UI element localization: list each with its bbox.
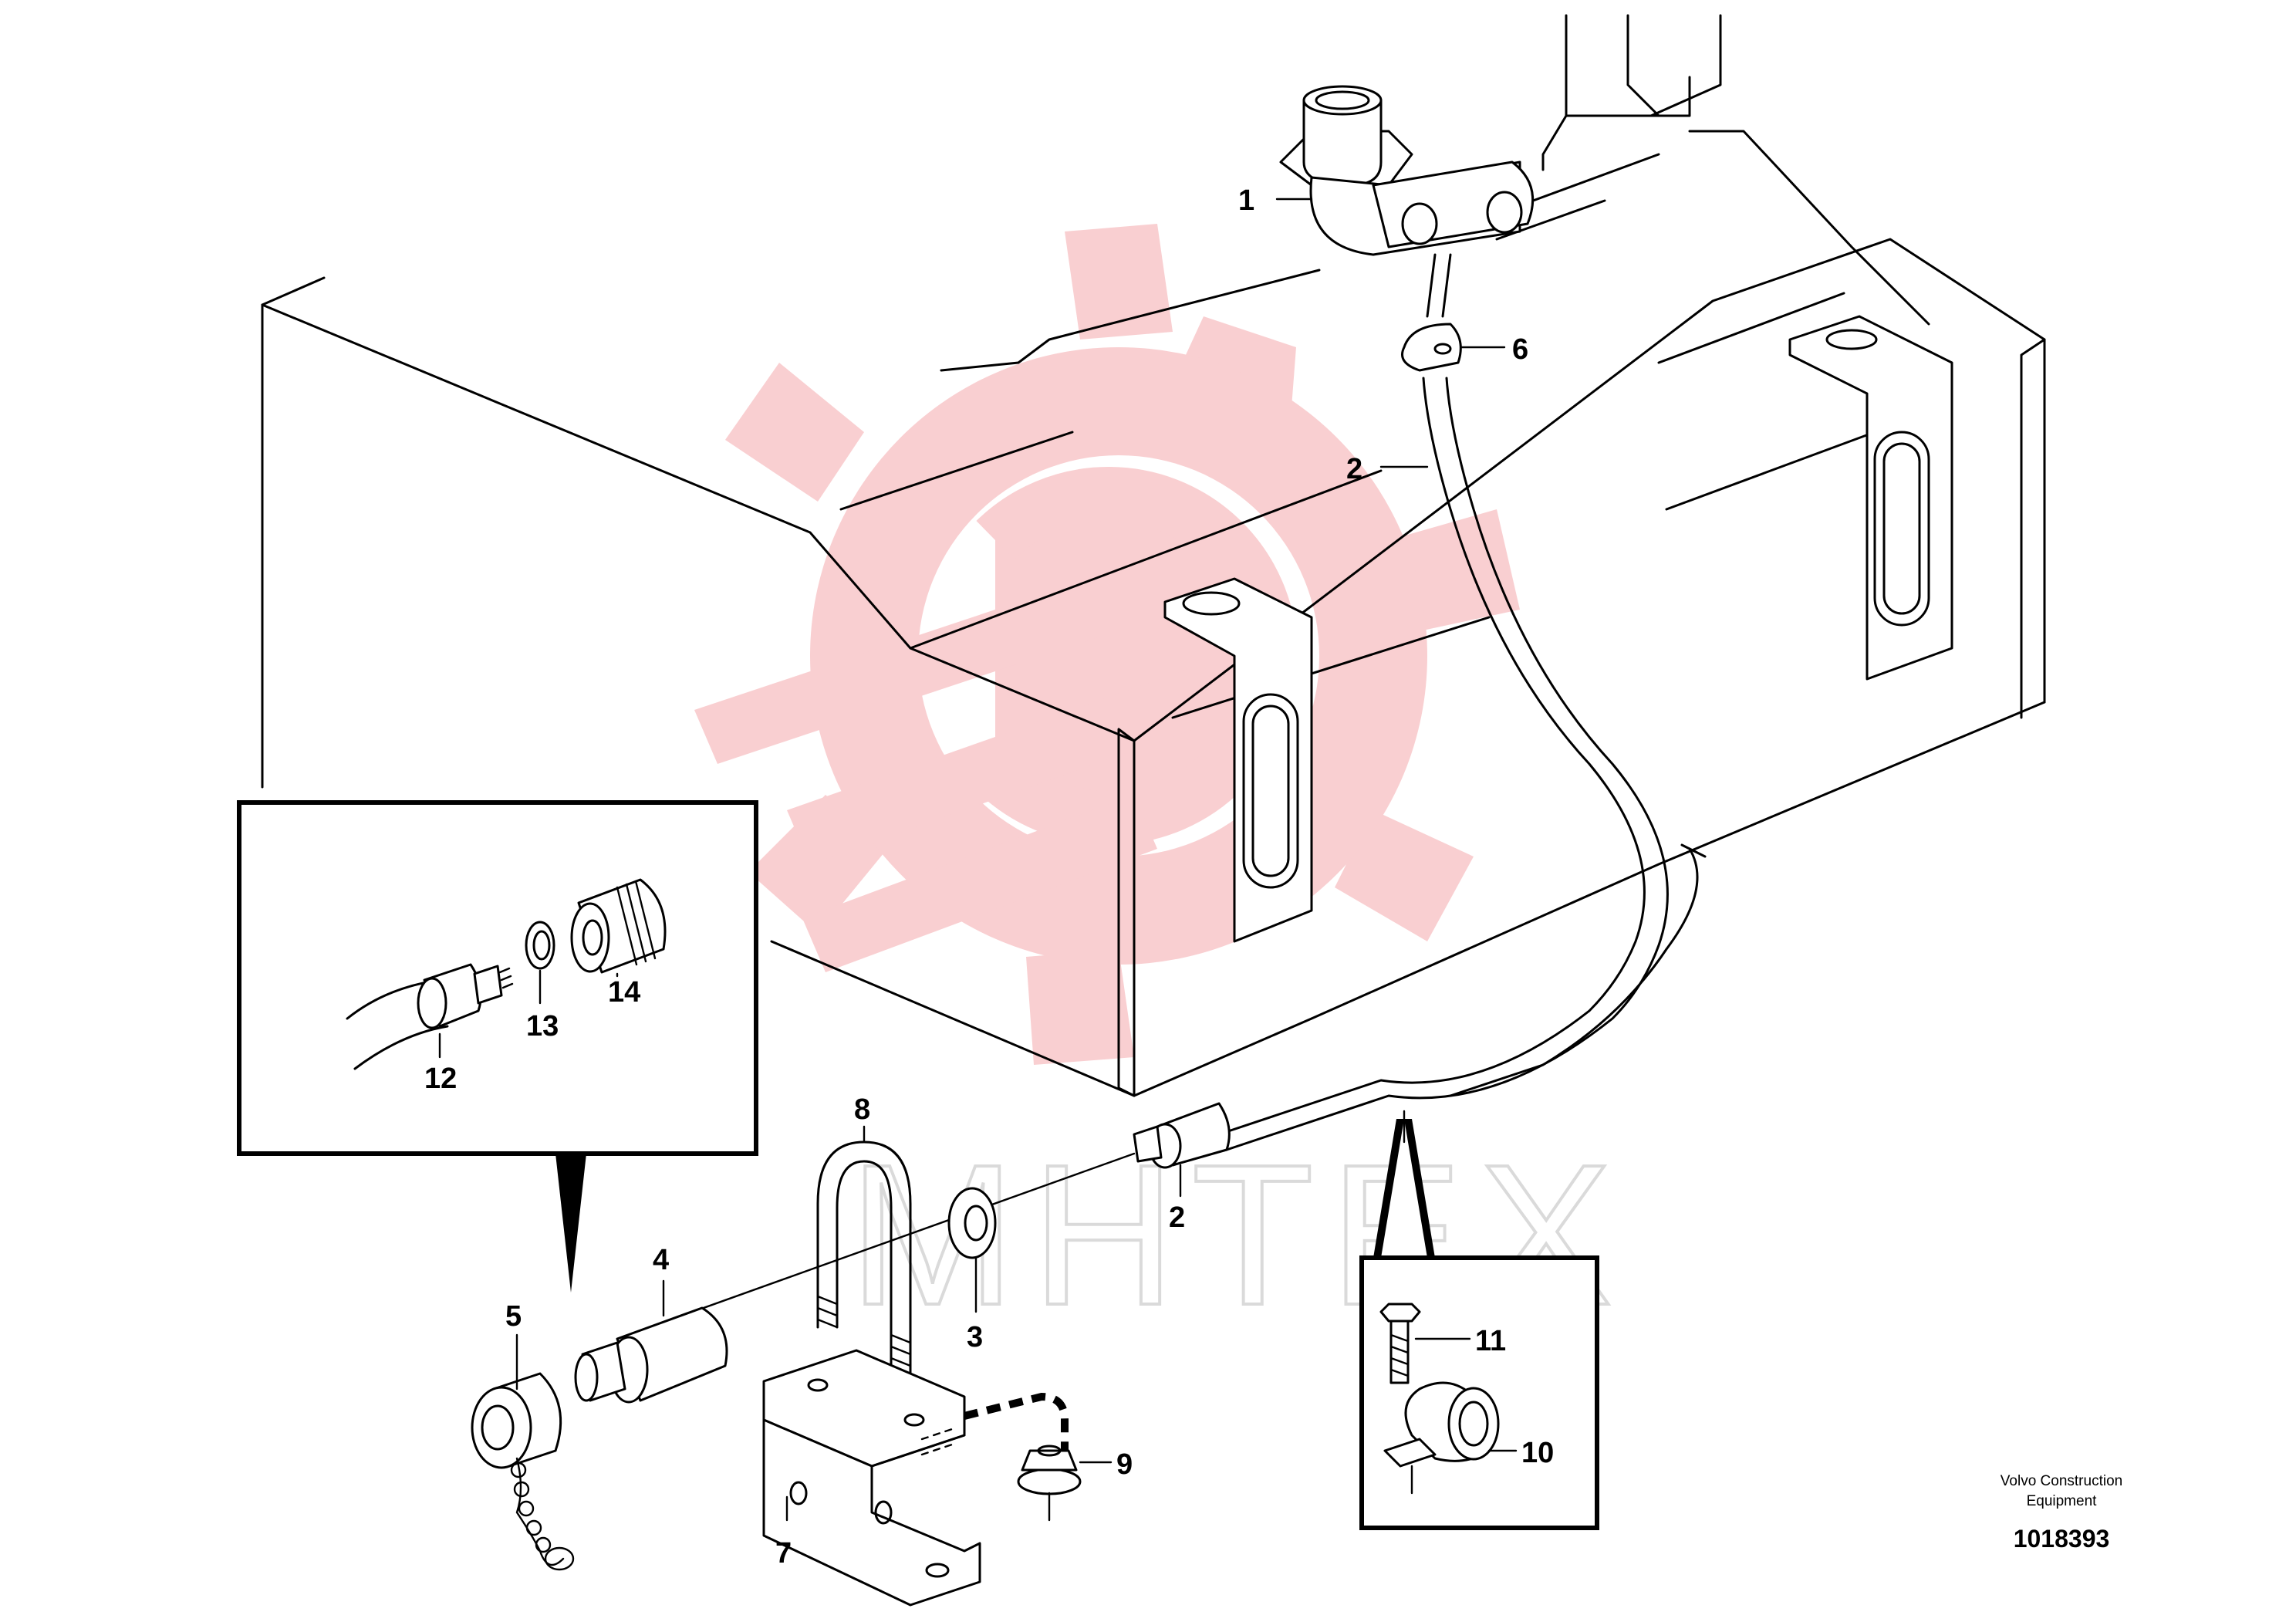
callout-2-hose: 2 — [1346, 453, 1362, 485]
callout-6: 6 — [1512, 333, 1528, 366]
flange-nut — [1017, 1445, 1082, 1522]
tank-bracket-right — [1788, 315, 1953, 681]
callout-5: 5 — [505, 1300, 522, 1333]
watermark-gear-logo: MHTEX — [694, 224, 1614, 1349]
callout-14: 14 — [608, 976, 640, 1009]
hose-end-fitting — [1133, 1102, 1231, 1169]
callout-11: 11 — [1475, 1325, 1506, 1357]
frame-structure — [1495, 14, 1930, 326]
document-number: 1018393 — [2014, 1525, 2110, 1553]
filler-neck-fitting — [1279, 85, 1535, 318]
callout-1: 1 — [1238, 184, 1254, 217]
caption-line-2: Equipment — [2027, 1493, 2098, 1509]
fuel-hose — [1217, 377, 1707, 1151]
callout-10: 10 — [1521, 1437, 1554, 1469]
hose-clamp — [1401, 323, 1462, 372]
callout-4: 4 — [653, 1244, 669, 1276]
detail-view-coupling — [237, 800, 758, 1293]
callout-7: 7 — [775, 1537, 792, 1570]
callout-12: 12 — [424, 1063, 457, 1095]
leader-lines — [515, 198, 1518, 1522]
callout-2-fitting: 2 — [1169, 1201, 1185, 1234]
assembly-center-line — [670, 1152, 1136, 1321]
detail-view-clip — [1359, 1110, 1599, 1530]
document-caption: Volvo Construction Equipment 1018393 — [2001, 1473, 2122, 1553]
caption-line-1: Volvo Construction — [2001, 1473, 2122, 1489]
tank-bracket-left — [1163, 577, 1313, 943]
adapter-fitting — [574, 1306, 728, 1404]
callout-8: 8 — [854, 1093, 870, 1126]
dashed-bolt-path — [963, 1392, 1069, 1466]
fuel-tank — [261, 238, 2046, 1097]
callout-3: 3 — [967, 1321, 983, 1353]
callout-13: 13 — [526, 1010, 559, 1042]
callout-9: 9 — [1116, 1448, 1133, 1481]
washer — [947, 1187, 997, 1259]
mounting-bracket — [762, 1349, 981, 1607]
callout-numbers: 1 2 2 3 4 5 6 7 8 9 10 11 12 13 14 — [424, 184, 1554, 1570]
dust-cap-with-chain — [471, 1372, 575, 1571]
